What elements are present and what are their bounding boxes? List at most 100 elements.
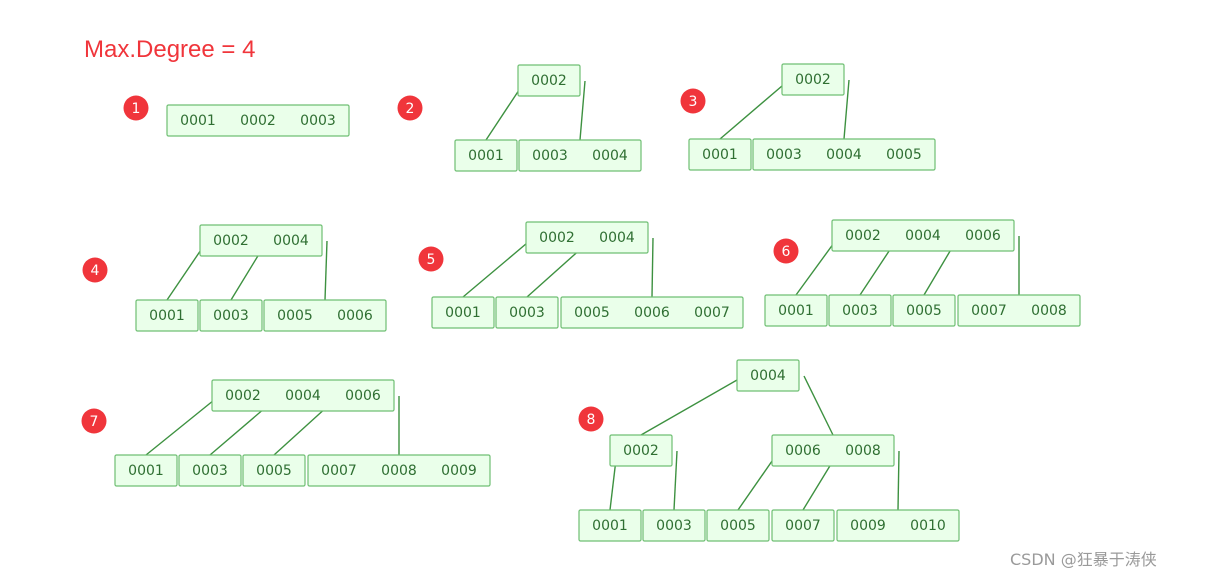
- node-key: 0008: [1031, 303, 1067, 319]
- node-key: 0007: [785, 518, 821, 534]
- node-box: [307, 454, 491, 487]
- tree-edge: [673, 450, 678, 511]
- node-key: 0008: [845, 443, 881, 459]
- node-box: [642, 509, 706, 542]
- node-box: [764, 294, 828, 327]
- node-key: 0007: [694, 305, 730, 321]
- node-key: 0009: [850, 518, 886, 534]
- node-key: 0005: [277, 308, 313, 324]
- node-box: [454, 139, 518, 172]
- node-box: [495, 296, 559, 329]
- btree-node: 0005 0006 0007: [560, 296, 744, 329]
- node-key: 0001: [468, 148, 504, 164]
- node-box: [781, 63, 845, 96]
- node-box: [609, 434, 673, 467]
- node-box: [517, 64, 581, 97]
- btree-node: 0001: [454, 139, 518, 172]
- tree-edge: [462, 237, 534, 298]
- step-number: 6: [782, 244, 791, 260]
- node-box: [836, 509, 960, 542]
- step-badge-circle: [82, 257, 108, 283]
- step-number: 1: [132, 101, 141, 117]
- btree-node: 0005: [242, 454, 306, 487]
- tree-edge: [803, 375, 834, 436]
- btree-node: 0001: [135, 299, 199, 332]
- node-box: [178, 454, 242, 487]
- step-badge-circle: [81, 408, 107, 434]
- tree-edge: [640, 375, 745, 436]
- btree-node: 0001: [578, 509, 642, 542]
- step-badge: 6: [773, 238, 799, 264]
- btree-node: 0001: [431, 296, 495, 329]
- btree-node: 0003 0004: [518, 139, 642, 172]
- btree-node: 0001: [114, 454, 178, 487]
- node-key: 0006: [634, 305, 670, 321]
- btree-node: 0003: [199, 299, 263, 332]
- step-number: 7: [90, 414, 99, 430]
- node-key: 0002: [795, 72, 831, 88]
- node-box: [263, 299, 387, 332]
- node-box: [560, 296, 744, 329]
- node-box: [828, 294, 892, 327]
- node-key: 0001: [180, 113, 216, 129]
- node-box: [688, 138, 752, 171]
- node-key: 0001: [702, 147, 738, 163]
- node-box: [166, 104, 350, 137]
- node-key: 0006: [965, 228, 1001, 244]
- step-number: 2: [406, 101, 415, 117]
- btree-node: 0002: [609, 434, 673, 467]
- node-key: 0007: [971, 303, 1007, 319]
- tree-edge: [145, 395, 220, 456]
- node-key: 0002: [225, 388, 261, 404]
- btree-node: 0007 0008: [957, 294, 1081, 327]
- node-box: [771, 434, 895, 467]
- node-key: 0004: [592, 148, 628, 164]
- node-key: 0006: [785, 443, 821, 459]
- node-box: [578, 509, 642, 542]
- node-key: 0005: [886, 147, 922, 163]
- step-badge: 1: [123, 95, 149, 121]
- step-badge-circle: [418, 246, 444, 272]
- node-key: 0004: [826, 147, 862, 163]
- step-badge: 4: [82, 257, 108, 283]
- step-number: 5: [427, 252, 436, 268]
- node-box: [831, 219, 1015, 252]
- node-key: 0008: [381, 463, 417, 479]
- node-key: 0002: [240, 113, 276, 129]
- node-box: [736, 359, 800, 392]
- btree-node: 0003: [642, 509, 706, 542]
- step-badge-circle: [680, 88, 706, 114]
- btree-node: 0006 0008: [771, 434, 895, 467]
- tree-edge: [719, 79, 790, 140]
- watermark: CSDN @狂暴于涛侠: [1010, 550, 1157, 569]
- btree-node: 0003: [495, 296, 559, 329]
- node-key: 0002: [539, 230, 575, 246]
- step-badge: 5: [418, 246, 444, 272]
- node-key: 0005: [574, 305, 610, 321]
- node-key: 0004: [905, 228, 941, 244]
- step-badge-circle: [123, 95, 149, 121]
- node-key: 0003: [656, 518, 692, 534]
- btree-node: 0001: [764, 294, 828, 327]
- node-key: 0003: [842, 303, 878, 319]
- step-badge-circle: [397, 95, 423, 121]
- node-box: [135, 299, 199, 332]
- node-box: [242, 454, 306, 487]
- diagram-title: Max.Degree = 4: [84, 36, 256, 63]
- node-key: 0003: [532, 148, 568, 164]
- step-badge-circle: [773, 238, 799, 264]
- node-box: [199, 224, 323, 257]
- node-key: 0004: [273, 233, 309, 249]
- node-key: 0004: [285, 388, 321, 404]
